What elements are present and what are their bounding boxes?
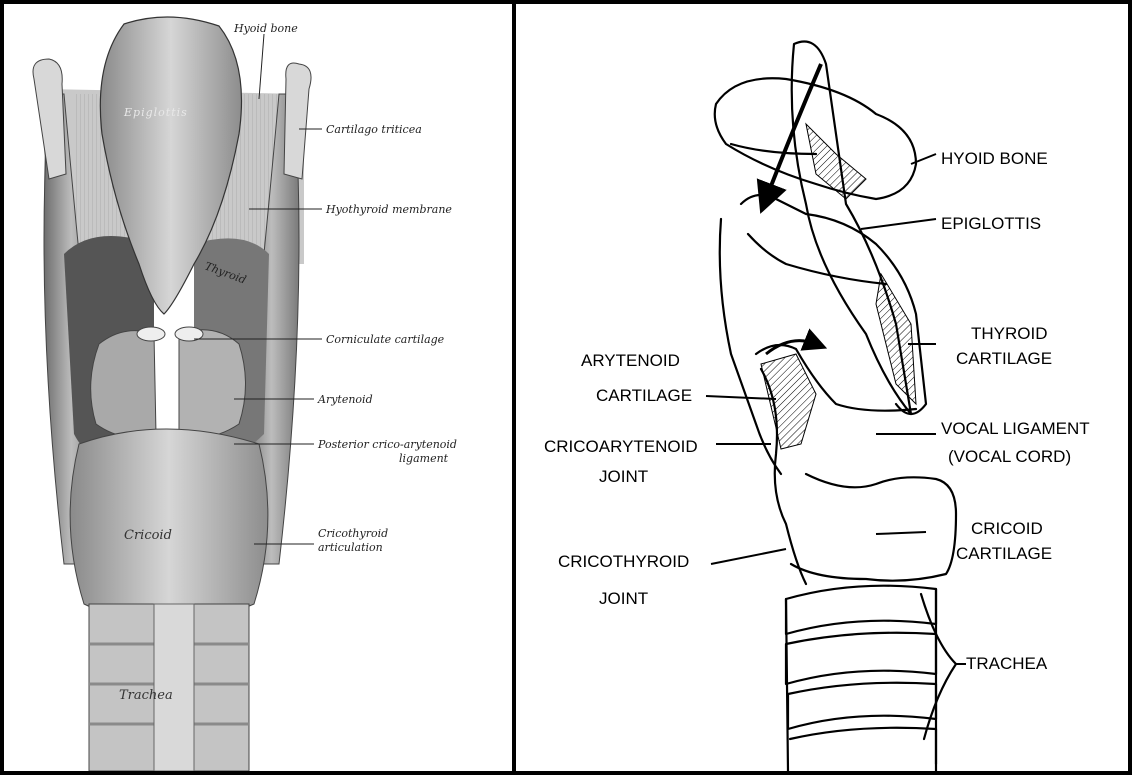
superior-horn-right xyxy=(284,63,311,179)
label-posterior-crico-arytenoid: Posterior crico-arytenoid xyxy=(317,438,457,451)
label-trachea-right: TRACHEA xyxy=(966,654,1048,673)
superior-horn-left xyxy=(33,59,66,179)
label-epiglottis-right: EPIGLOTTIS xyxy=(941,214,1041,233)
label-cricoid-cartilage-right: CARTILAGE xyxy=(956,544,1052,563)
corniculate-left xyxy=(137,327,165,341)
label-vocal-ligament: VOCAL LIGAMENT xyxy=(941,419,1090,438)
cricoid xyxy=(70,429,268,624)
label-cartilago-triticea: Cartilago triticea xyxy=(326,123,422,136)
label-cricoarytenoid: CRICOARYTENOID xyxy=(544,437,698,456)
label-arytenoid: Arytenoid xyxy=(317,393,373,406)
label-thyroid-right: THYROID xyxy=(971,324,1048,343)
right-panel-larynx-lateral-view: HYOID BONE EPIGLOTTIS THYROID CARTILAGE … xyxy=(516,4,1128,771)
label-arytenoid-right: ARYTENOID xyxy=(581,351,680,370)
label-cricothyroid: Cricothyroid xyxy=(318,527,388,540)
label-hyoid-bone-right: HYOID BONE xyxy=(941,149,1048,168)
label-cricoarytenoid-joint: JOINT xyxy=(599,467,648,486)
arytenoid-right xyxy=(179,330,246,438)
label-vocal-cord: (VOCAL CORD) xyxy=(948,447,1071,466)
label-cricothyroid-right: CRICOTHYROID xyxy=(558,552,689,571)
label-thyroid-cartilage-right: CARTILAGE xyxy=(956,349,1052,368)
label-cricothyroid-2: articulation xyxy=(318,541,383,554)
trachea-outline xyxy=(786,586,936,634)
right-larynx-drawing: HYOID BONE EPIGLOTTIS THYROID CARTILAGE … xyxy=(516,4,1128,771)
arytenoid-left xyxy=(91,331,156,438)
label-epiglottis-inner: Epiglottis xyxy=(123,106,188,119)
label-arytenoid-cartilage-right: CARTILAGE xyxy=(596,386,692,405)
label-hyothyroid-membrane: Hyothyroid membrane xyxy=(325,203,452,216)
left-larynx-drawing: Epiglottis Thyroid Cricoid Trachea Hyoid… xyxy=(4,4,512,771)
label-posterior-crico-arytenoid-2: ligament xyxy=(399,452,449,465)
cricoid-outline xyxy=(791,474,956,581)
label-hyoid-bone: Hyoid bone xyxy=(233,22,298,35)
label-cricoid-right: CRICOID xyxy=(971,519,1043,538)
left-panel-larynx-posterior-view: Epiglottis Thyroid Cricoid Trachea Hyoid… xyxy=(4,4,512,771)
label-cricothyroid-joint-right: JOINT xyxy=(599,589,648,608)
label-corniculate-cartilage: Corniculate cartilage xyxy=(326,333,445,346)
label-cricoid-inner: Cricoid xyxy=(124,528,172,543)
label-trachea-inner: Trachea xyxy=(119,688,173,703)
